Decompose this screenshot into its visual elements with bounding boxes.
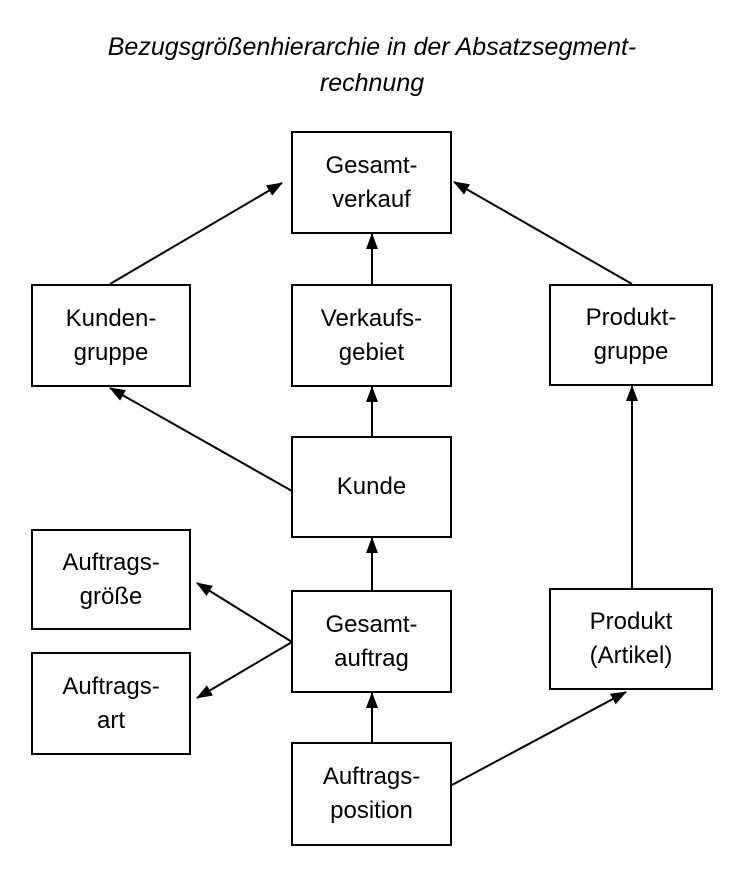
node-auftragsposition: Auftrags- position <box>291 742 452 846</box>
node-kunde: Kunde <box>291 436 452 538</box>
node-gesamtauftrag: Gesamt- auftrag <box>291 590 452 693</box>
edge-auftragsposition-to-produkt <box>451 691 627 786</box>
node-auftragsgroesse: Auftrags- größe <box>31 529 191 630</box>
edge-gesamtauftrag-to-auftragsart <box>196 641 293 699</box>
node-kundengruppe: Kunden- gruppe <box>31 284 191 387</box>
diagram-title-line2: rechnung <box>319 69 425 97</box>
node-produkt-line1: Produkt <box>589 608 673 635</box>
node-auftragsart-line2: art <box>96 706 125 734</box>
node-auftragsgroesse-line2: größe <box>79 582 143 610</box>
node-auftragsart-line1: Auftrags- <box>62 672 160 700</box>
node-auftragsposition-line1: Auftrags- <box>322 763 421 790</box>
node-gesamtverkauf-line2: verkauf <box>332 185 411 213</box>
edge-produktgruppe-to-gesamtverkauf <box>453 181 633 285</box>
node-produktgruppe: Produkt- gruppe <box>549 284 713 386</box>
node-auftragsposition-line2: position <box>330 797 413 824</box>
edge-kundengruppe-to-gesamtverkauf <box>109 182 283 285</box>
node-verkaufsgebiet-line1: Verkaufs- <box>320 304 423 332</box>
node-kunde-line1: Kunde <box>336 473 407 500</box>
diagram-title-line1: Bezugsgrößenhierarchie in der Absatzsegm… <box>107 33 637 61</box>
node-auftragsart: Auftrags- art <box>31 652 191 755</box>
edge-kunde-to-kundengruppe <box>109 387 293 492</box>
node-gesamtverkauf: Gesamt- verkauf <box>291 131 452 234</box>
node-produkt: Produkt (Artikel) <box>549 588 713 690</box>
node-kundengruppe-line1: Kunden- <box>65 304 157 332</box>
node-auftragsgroesse-line1: Auftrags- <box>62 548 160 576</box>
node-verkaufsgebiet: Verkaufs- gebiet <box>291 284 452 387</box>
node-produktgruppe-line1: Produkt- <box>585 304 677 331</box>
node-produktgruppe-line2: gruppe <box>593 338 669 365</box>
edge-gesamtauftrag-to-auftragsgroesse <box>196 582 293 643</box>
node-verkaufsgebiet-line2: gebiet <box>338 338 405 366</box>
node-kundengruppe-line2: gruppe <box>73 338 149 366</box>
node-gesamtauftrag-line2: auftrag <box>334 644 409 672</box>
node-gesamtverkauf-line1: Gesamt- <box>325 151 418 179</box>
node-gesamtauftrag-line1: Gesamt- <box>325 610 418 638</box>
node-produkt-line2: (Artikel) <box>589 642 673 669</box>
